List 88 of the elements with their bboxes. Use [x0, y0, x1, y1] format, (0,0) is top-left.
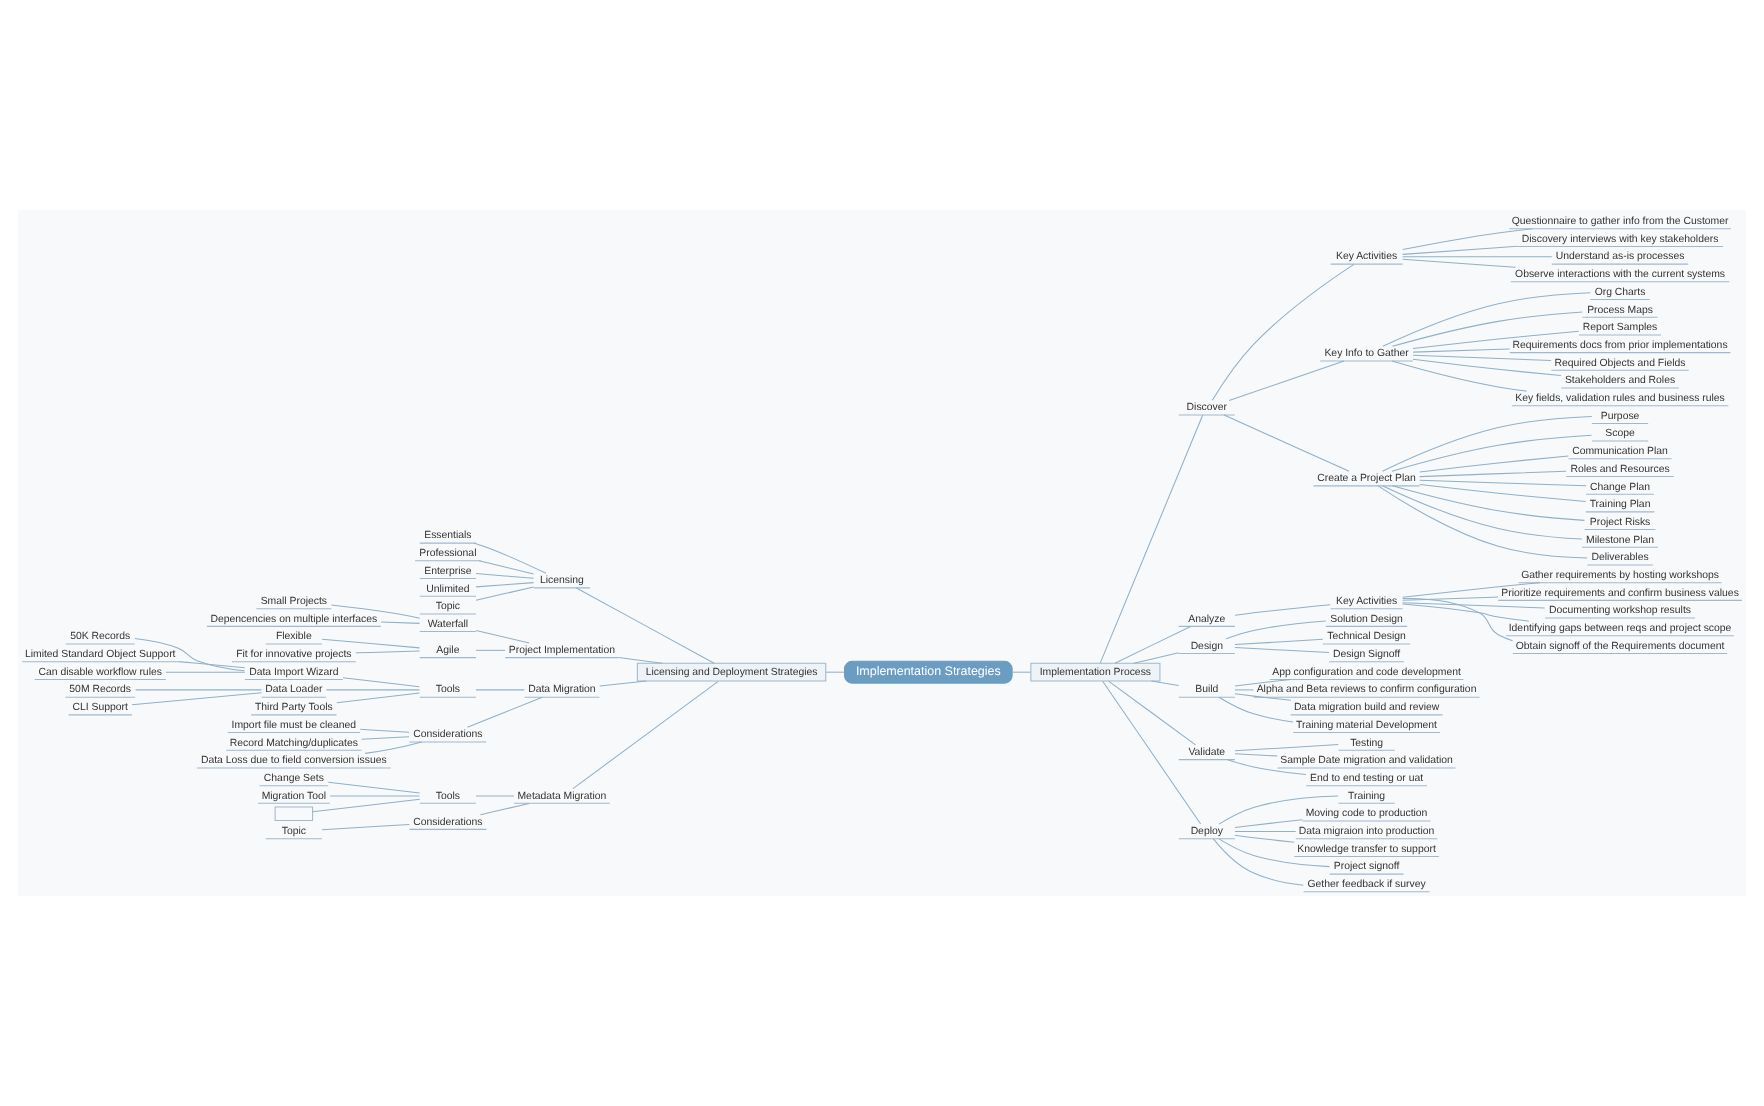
connector [1234, 819, 1303, 829]
connector [1391, 434, 1593, 472]
connector [1227, 759, 1307, 776]
connector [1382, 485, 1583, 540]
connector [475, 572, 535, 579]
connector [1234, 693, 1292, 701]
connector [355, 650, 421, 654]
connector [361, 736, 410, 740]
connector [359, 728, 410, 733]
connector [1234, 638, 1324, 646]
connector [475, 586, 535, 601]
connector [1402, 245, 1518, 255]
connector [325, 689, 420, 691]
connector [1412, 358, 1562, 376]
connector [475, 795, 515, 797]
connector [1234, 678, 1292, 687]
connector [1218, 696, 1294, 723]
connector [1102, 680, 1202, 825]
connector [1211, 263, 1355, 401]
connector [1402, 602, 1546, 609]
connector [336, 692, 420, 704]
connector [1391, 311, 1583, 347]
connector [1218, 795, 1339, 825]
connector [131, 692, 262, 706]
connector [1234, 830, 1297, 832]
connector [1419, 484, 1587, 503]
connector [1133, 652, 1180, 664]
connector [1234, 834, 1295, 843]
connector [478, 560, 535, 575]
connector [1402, 256, 1553, 258]
connector [1391, 485, 1585, 521]
connector [1011, 671, 1031, 673]
connector [1225, 620, 1327, 640]
connector [825, 671, 845, 673]
connector [1419, 455, 1569, 473]
connector [135, 689, 262, 691]
connector [1234, 744, 1339, 752]
connector [342, 677, 420, 688]
connector [1402, 258, 1516, 268]
connector [1234, 753, 1278, 757]
connector [572, 680, 719, 790]
connector [1228, 360, 1345, 401]
connector [1412, 348, 1511, 353]
connector [329, 795, 420, 797]
connector [1223, 414, 1350, 472]
connector [177, 661, 246, 669]
connector [321, 823, 410, 831]
connector [1150, 680, 1180, 686]
connector [1212, 838, 1304, 886]
connector [575, 587, 715, 664]
connector [1381, 416, 1593, 472]
connector [327, 781, 421, 794]
connector [1382, 292, 1591, 347]
connector [1402, 582, 1541, 598]
connector [321, 638, 420, 649]
connector [134, 638, 246, 672]
node-box [274, 806, 314, 822]
connector [1419, 479, 1587, 487]
connector [1234, 604, 1331, 616]
connector [475, 582, 535, 588]
connector [475, 689, 525, 691]
connector [1234, 689, 1254, 691]
connector [1419, 470, 1567, 478]
connector [475, 649, 506, 651]
connector [599, 680, 647, 687]
connector [474, 542, 547, 574]
connector [1377, 485, 1588, 559]
connector [1114, 625, 1192, 664]
connector [165, 671, 246, 673]
connector [1412, 330, 1580, 349]
connector [1099, 414, 1204, 664]
connector [1402, 228, 1533, 251]
connector [618, 657, 663, 664]
connector [1402, 597, 1514, 642]
connector [466, 696, 543, 728]
connector [1402, 603, 1530, 622]
connector [380, 621, 421, 624]
connector [1108, 680, 1197, 746]
connector [330, 604, 421, 619]
connector [1391, 360, 1528, 392]
connector [479, 802, 530, 816]
connector [1234, 647, 1330, 654]
connector [1402, 596, 1499, 601]
connector [364, 741, 423, 754]
connector [1412, 354, 1552, 361]
connector [312, 798, 421, 813]
connector [475, 630, 530, 644]
connector [1218, 838, 1331, 868]
